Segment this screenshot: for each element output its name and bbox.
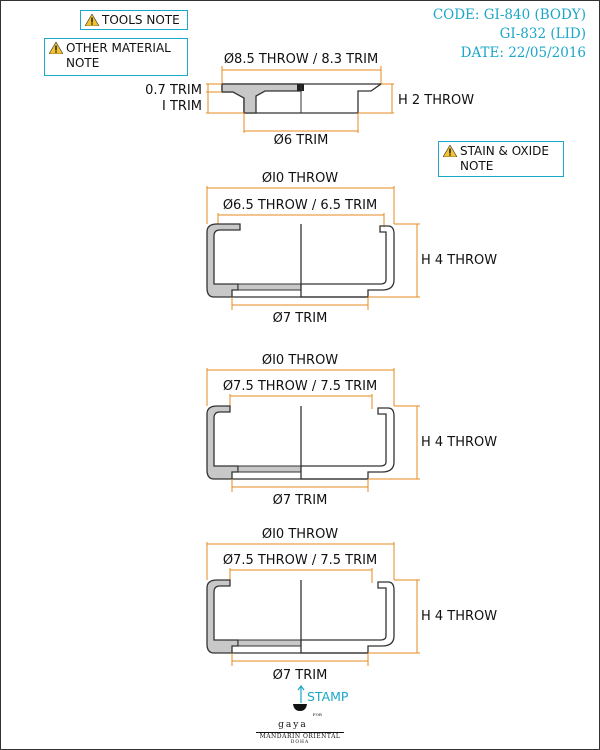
body2-outer-label: ØI0 THROW — [262, 353, 338, 368]
logo-for: FOR — [312, 712, 322, 717]
body1-inner-label: Ø6.5 THROW / 6.5 TRIM — [223, 198, 377, 213]
arrow-up-icon — [297, 685, 305, 703]
body-section-2: ØI0 THROW Ø7.5 THROW / 7.5 TRIM H 4 THRO… — [206, 353, 497, 508]
body3-floor-section — [214, 639, 302, 647]
lid-section: Ø8.5 THROW / 8.3 TRIM 0.7 TRIM I TRIM H … — [145, 52, 474, 148]
body2-inner-label: Ø7.5 THROW / 7.5 TRIM — [223, 379, 377, 394]
stain-oxide-note-text: STAIN & OXIDE NOTE — [460, 144, 549, 173]
body2-height-label: H 4 THROW — [421, 435, 497, 450]
body1-right-outline — [300, 224, 395, 298]
warning-icon — [85, 14, 99, 26]
body2-right-outline — [300, 406, 395, 480]
stamp-label: STAMP — [307, 689, 349, 704]
warning-icon — [49, 42, 63, 54]
warning-icon — [443, 145, 457, 157]
code-body: CODE: GI-840 (BODY) — [432, 7, 586, 23]
logo-city: DOHA — [290, 740, 310, 745]
tools-note: TOOLS NOTE — [80, 10, 188, 30]
body3-left-wall — [206, 579, 239, 654]
lid-thickness-label: 0.7 TRIM — [145, 83, 202, 98]
other-material-note-text: OTHER MATERIAL NOTE — [66, 41, 171, 70]
body3-outer-label: ØI0 THROW — [262, 527, 338, 542]
body3-height-label: H 4 THROW — [421, 609, 497, 624]
body1-foot-label: Ø7 TRIM — [273, 311, 328, 326]
body3-inner-label: Ø7.5 THROW / 7.5 TRIM — [223, 553, 377, 568]
lid-top-dim-label: Ø8.5 THROW / 8.3 TRIM — [224, 52, 378, 67]
body3-right-outline — [300, 580, 395, 654]
body1-floor-section — [214, 283, 302, 291]
lid-step-label: I TRIM — [162, 99, 202, 114]
logo-brand: gaya — [278, 720, 308, 730]
lid-bottom-dim-label: Ø6 TRIM — [274, 133, 329, 148]
code-lid: GI-832 (LID) — [499, 26, 586, 42]
body2-foot-label: Ø7 TRIM — [273, 493, 328, 508]
product-code-block: CODE: GI-840 (BODY) GI-832 (LID) DATE: 2… — [433, 6, 586, 63]
brand-logo: gaya FOR MANDARIN ORIENTAL DOHA — [250, 703, 350, 745]
body-section-1: ØI0 THROW Ø6.5 THROW / 6.5 TRIM H 4 THRO… — [206, 171, 497, 326]
body3-foot-label: Ø7 TRIM — [273, 668, 328, 683]
body-section-3: ØI0 THROW Ø7.5 THROW / 7.5 TRIM H 4 THRO… — [206, 527, 497, 683]
stain-oxide-note: STAIN & OXIDE NOTE — [438, 141, 564, 177]
body2-left-wall — [206, 405, 239, 480]
stamp-callout: STAMP — [296, 685, 348, 703]
logo-hotel: MANDARIN ORIENTAL — [256, 732, 344, 740]
date: DATE: 22/05/2016 — [460, 45, 586, 61]
lid-height-label: H 2 THROW — [398, 93, 474, 108]
tools-note-text: TOOLS NOTE — [102, 13, 180, 27]
body1-outer-label: ØI0 THROW — [262, 171, 338, 186]
body1-left-wall — [206, 223, 241, 298]
other-material-note: OTHER MATERIAL NOTE — [44, 38, 188, 76]
body1-height-label: H 4 THROW — [421, 253, 497, 268]
body2-floor-section — [214, 465, 302, 473]
bowl-icon — [293, 704, 307, 711]
